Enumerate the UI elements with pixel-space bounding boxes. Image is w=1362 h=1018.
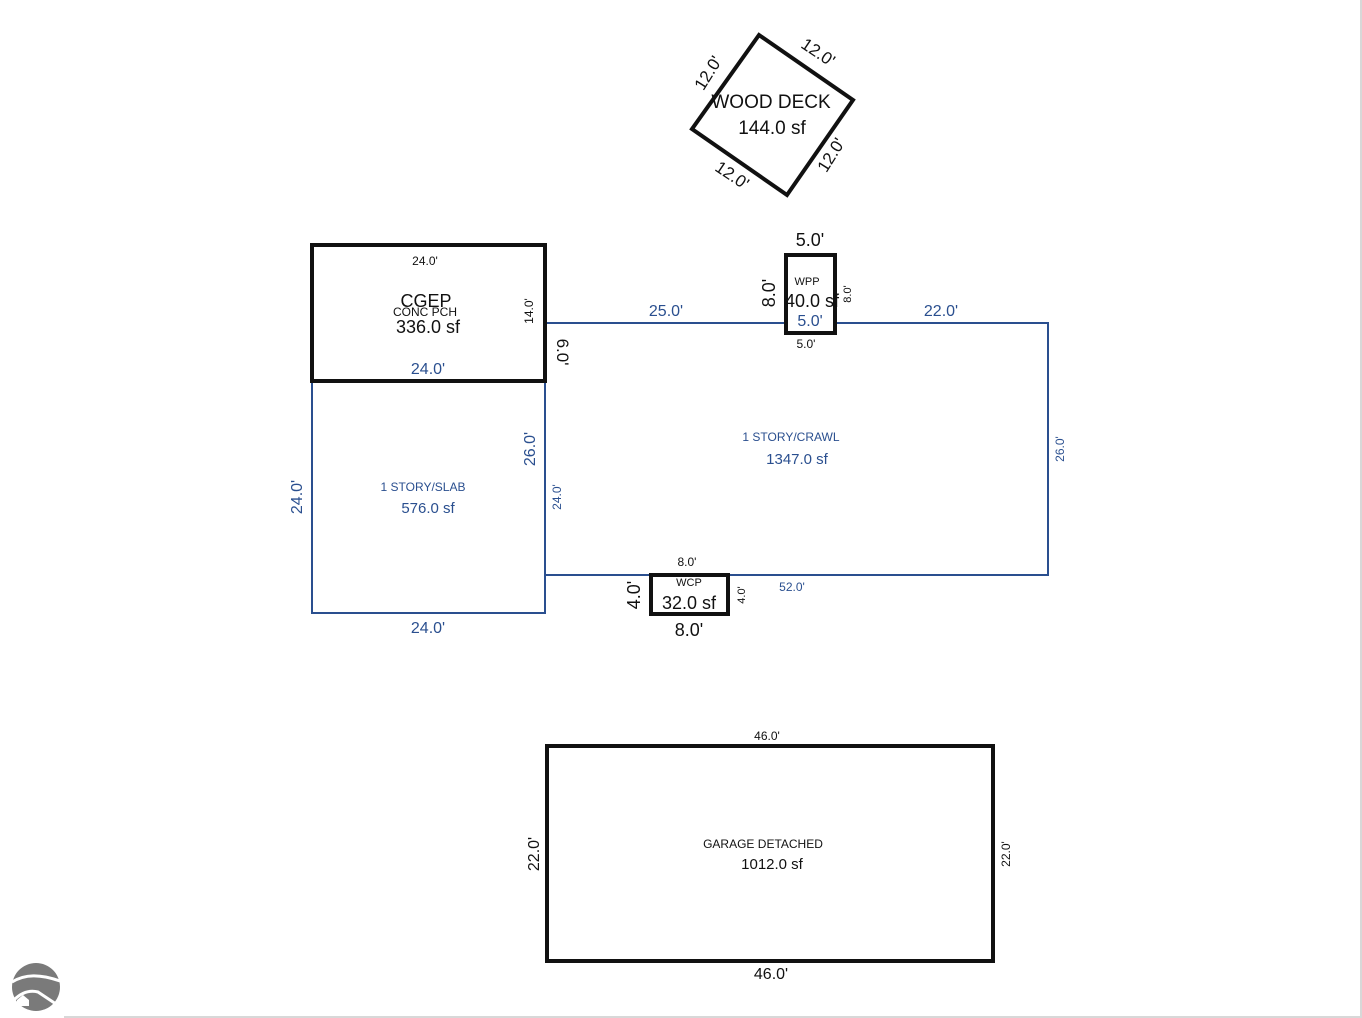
house-crawl-dim-left-upper: 6.0' bbox=[553, 339, 572, 366]
wood-deck-dim-se: 12.0' bbox=[814, 135, 849, 176]
page-edge-right bbox=[1360, 0, 1362, 1018]
wcp-outline bbox=[649, 573, 730, 616]
garage-dim-left: 22.0' bbox=[526, 837, 543, 871]
page-edge-bottom bbox=[64, 1016, 1362, 1018]
house-slab-area: 576.0 sf bbox=[401, 500, 455, 517]
house-crawl-outline bbox=[545, 322, 1049, 576]
conc-porch-dim-bottom: 24.0' bbox=[411, 361, 445, 378]
house-crawl-dim-bottom: 52.0' bbox=[779, 580, 805, 594]
conc-porch-dim-top: 24.0' bbox=[412, 254, 438, 268]
wpp-label: WPP bbox=[794, 276, 819, 288]
wpp-porch: 5.0' 8.0' 8.0' WPP 40.0 sf 5.0' 5.0' bbox=[759, 230, 854, 351]
wcp-dim-bottom: 8.0' bbox=[675, 620, 703, 640]
wood-deck: WOOD DECK 144.0 sf 12.0' 12.0' 12.0' 12.… bbox=[689, 32, 856, 198]
wcp-label: WCP bbox=[676, 577, 702, 589]
house-crawl-dim-left-lower: 24.0' bbox=[550, 484, 564, 510]
house-crawl-dim-top-left: 25.0' bbox=[649, 303, 683, 320]
wood-deck-label: WOOD DECK bbox=[711, 92, 831, 113]
conc-porch: CGEP CONC PCH 336.0 sf 24.0' 14.0' 24.0' bbox=[310, 243, 547, 383]
house-crawl-dim-top-right: 22.0' bbox=[924, 303, 958, 320]
garage-outline bbox=[545, 744, 995, 963]
wpp-dim-right: 8.0' bbox=[842, 285, 854, 302]
house-crawl: 1 STORY/CRAWL 1347.0 sf 25.0' 22.0' 26.0… bbox=[545, 303, 1067, 594]
wood-deck-area: 144.0 sf bbox=[738, 118, 806, 139]
house-slab-label: 1 STORY/SLAB bbox=[381, 480, 466, 494]
conc-porch-dim-right: 14.0' bbox=[522, 298, 536, 324]
wpp-area: 40.0 sf bbox=[785, 291, 840, 311]
wcp-porch: 8.0' WCP 32.0 sf 4.0' 4.0' 8.0' bbox=[624, 555, 748, 640]
wpp-dim-inner: 5.0' bbox=[797, 313, 822, 330]
wcp-area: 32.0 sf bbox=[662, 593, 717, 613]
garage-area: 1012.0 sf bbox=[741, 856, 804, 873]
house-slab: 1 STORY/SLAB 576.0 sf 24.0' 26.0' 24.0' bbox=[289, 380, 546, 637]
conc-porch-label-a: CGEP bbox=[400, 291, 451, 311]
conc-porch-label-b: CONC PCH bbox=[393, 305, 457, 319]
brand-logo bbox=[11, 963, 61, 1011]
wpp-dim-bottom: 5.0' bbox=[797, 337, 816, 351]
conc-porch-outline bbox=[310, 243, 547, 383]
house-crawl-label: 1 STORY/CRAWL bbox=[742, 430, 839, 444]
wood-deck-outline bbox=[689, 32, 856, 198]
wpp-dim-left: 8.0' bbox=[759, 279, 779, 307]
wood-deck-dim-sw: 12.0' bbox=[712, 157, 753, 193]
house-slab-dim-right: 26.0' bbox=[522, 432, 539, 466]
garage-dim-top: 46.0' bbox=[754, 729, 780, 743]
wcp-dim-left: 4.0' bbox=[624, 581, 644, 609]
house-slab-dim-bottom: 24.0' bbox=[411, 620, 445, 637]
garage-detached: GARAGE DETACHED 1012.0 sf 46.0' 22.0' 22… bbox=[526, 729, 1013, 983]
garage-label: GARAGE DETACHED bbox=[703, 837, 823, 851]
house-crawl-area: 1347.0 sf bbox=[766, 451, 829, 468]
wcp-dim-top: 8.0' bbox=[678, 555, 697, 569]
wpp-dim-top: 5.0' bbox=[796, 230, 824, 250]
garage-dim-bottom: 46.0' bbox=[754, 966, 788, 983]
conc-porch-area: 336.0 sf bbox=[396, 317, 461, 337]
garage-dim-right: 22.0' bbox=[999, 841, 1013, 867]
house-slab-outline bbox=[311, 380, 546, 614]
house-slab-dim-left: 24.0' bbox=[289, 480, 306, 514]
house-crawl-dim-right: 26.0' bbox=[1053, 436, 1067, 462]
wcp-dim-right: 4.0' bbox=[736, 586, 748, 603]
wpp-outline bbox=[784, 253, 837, 335]
